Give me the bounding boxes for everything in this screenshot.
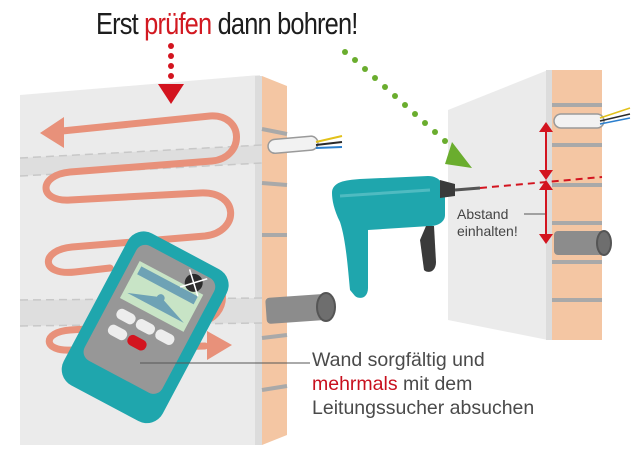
headline-part1: Erst xyxy=(96,6,145,41)
distance-label: Abstand einhalten! xyxy=(457,206,518,240)
right-wall xyxy=(448,70,602,340)
right-cable-icon xyxy=(553,107,631,129)
caption-line1: Wand sorgfältig und xyxy=(312,349,485,371)
red-dotted-arrow-icon xyxy=(158,43,184,104)
caption-line3: Leitungssucher absuchen xyxy=(312,397,535,419)
green-dotted-arrow-icon xyxy=(342,49,472,168)
scanner-icon xyxy=(61,231,229,424)
pipe-icon xyxy=(265,292,336,324)
distance-label-line1: Abstand xyxy=(457,206,509,222)
distance-arrows xyxy=(539,122,553,244)
drill-path-line xyxy=(479,176,603,189)
cable-icon xyxy=(267,135,343,155)
right-pipe-icon xyxy=(554,230,612,256)
headline-part2: dann bohren! xyxy=(211,6,359,41)
caption: Wand sorgfältig und mehrmals mit dem Lei… xyxy=(312,348,534,420)
caption-highlight: mehrmals xyxy=(312,373,398,395)
headline: Erst prüfen dann bohren! xyxy=(96,6,358,42)
caption-line2-rest: mit dem xyxy=(397,373,473,395)
drill-icon xyxy=(332,176,481,298)
distance-label-line2: einhalten! xyxy=(457,223,518,239)
right-arrowhead xyxy=(207,331,232,360)
headline-highlight: prüfen xyxy=(144,6,212,41)
left-arrowhead xyxy=(40,117,64,148)
